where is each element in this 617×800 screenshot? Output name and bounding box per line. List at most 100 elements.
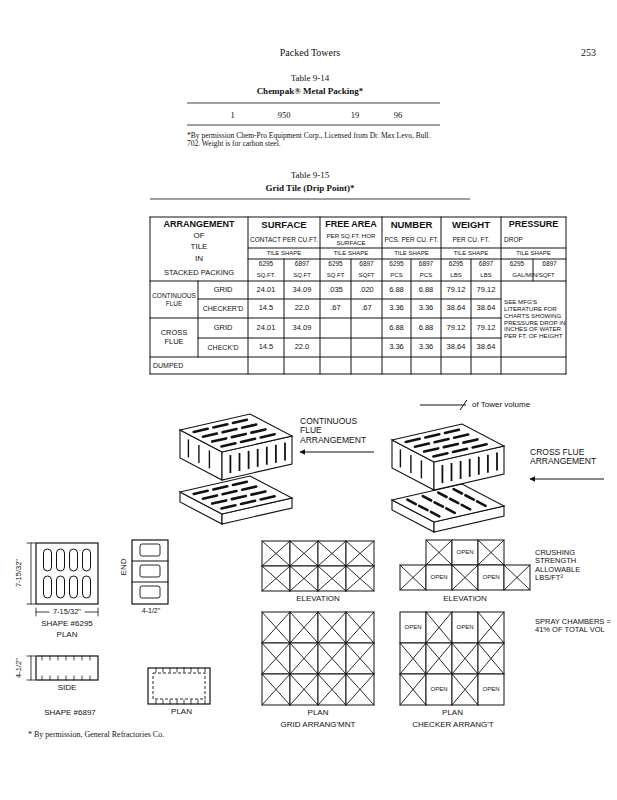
tile-face (180, 476, 292, 514)
table-line (411, 259, 412, 374)
column-header: PER SQ.FT. HOR SURFACE (321, 232, 381, 248)
cell-cross (262, 566, 290, 591)
flow-arrow (530, 479, 604, 480)
tile-cell (400, 643, 426, 674)
tile-slot (400, 449, 401, 467)
cell-cross (262, 612, 290, 643)
tile-tooth (74, 656, 75, 660)
tile-outline (36, 543, 98, 604)
cell-cross (426, 612, 452, 643)
cell-cross (452, 565, 478, 590)
tile-slot (496, 453, 498, 471)
cell-cross (318, 541, 346, 566)
tile-tooth (58, 656, 59, 660)
table-cell: 79.12 (441, 281, 471, 299)
tile-slot (188, 439, 189, 457)
table-line (320, 217, 321, 374)
table-cell: 14.5 (248, 299, 284, 318)
table-cell: SQ.FT. (248, 269, 284, 281)
tile-slot (70, 576, 78, 598)
tile-tooth (205, 700, 206, 704)
side-note: CRUSHING STRENGTH ALLOWABLE LBS/FT² (535, 541, 610, 590)
tile-slot (284, 443, 286, 461)
table-cell: 6295 (248, 259, 284, 269)
tile-slot (194, 491, 208, 494)
drawing-label: SIDE (36, 683, 98, 694)
table-cell: 6897 (411, 259, 441, 269)
column-header: TILE SHAPE (248, 248, 320, 259)
tile-slot (463, 439, 477, 442)
drawing-label: PLAN (430, 708, 475, 719)
table-cell: LBS (471, 269, 501, 281)
table-cell: 3.36 (411, 299, 441, 318)
tile-cell (262, 643, 290, 674)
tile-cell (452, 674, 478, 705)
table-line (150, 374, 566, 375)
cell-cross (262, 566, 290, 591)
cell-cross (318, 541, 346, 566)
cell-cross (426, 540, 452, 565)
cell-cross (290, 643, 318, 674)
tile-slot (241, 501, 255, 504)
tile-slot (433, 453, 447, 456)
dimension-line (36, 608, 37, 616)
tile-slot (223, 429, 237, 432)
tile-cell (262, 674, 290, 705)
drawing-label: ELEVATION (270, 594, 366, 605)
tile-slot (450, 499, 458, 503)
tile-tooth (163, 700, 164, 704)
drawing-label: PLAN (290, 708, 346, 719)
column-header: TILE (150, 242, 248, 253)
table-line (248, 217, 249, 374)
table-rule (187, 125, 440, 126)
row-header: CHECKER'D (198, 299, 248, 318)
tile-slot (140, 544, 160, 556)
dimension-label: 7-15/32" (13, 542, 25, 604)
drawing-label: CROSS FLUE ARRANGEMENT (530, 438, 606, 476)
drawing-label: END (118, 551, 130, 583)
cell-cross (452, 643, 478, 674)
table-cell: 6897 (533, 259, 566, 269)
cell-cross (290, 612, 318, 643)
table-cell: 6897 (351, 259, 382, 269)
tile-tooth (191, 700, 192, 704)
table-line (198, 281, 199, 357)
table-title: Table 9-15 (230, 169, 390, 182)
drawing-label: SHAPE #6295 (28, 619, 106, 630)
tile-slot (477, 501, 485, 505)
column-header: ARRANGEMENT (150, 218, 248, 231)
cell-cross (290, 541, 318, 566)
page-header: Packed Towers (230, 44, 390, 60)
cell-cross (262, 643, 290, 674)
cell-cross (452, 643, 478, 674)
cell-cross (346, 566, 374, 591)
tile-cell (504, 565, 530, 590)
tile-slot (242, 487, 256, 490)
tile-tooth (82, 676, 83, 680)
table-cell: LBS (441, 269, 471, 281)
column-header: OF (150, 231, 248, 242)
cell-label: OPEN (452, 612, 478, 643)
cell-cross (290, 674, 318, 705)
cell-cross (262, 643, 290, 674)
cell-cross (290, 566, 318, 591)
table-cell: 6.88 (411, 281, 441, 299)
tile-cell (290, 541, 318, 566)
cell-label: OPEN (478, 565, 504, 590)
table-cell: 3.36 (382, 299, 411, 318)
tile-tooth (170, 668, 171, 672)
table-line (150, 217, 151, 374)
column-header: NUMBER (382, 218, 441, 232)
tile-slot (198, 445, 199, 463)
cell-cross (452, 674, 478, 705)
tile-cell (290, 674, 318, 705)
table-line (150, 357, 566, 358)
tile-cell (262, 612, 290, 643)
table-rule (150, 199, 470, 200)
tile-tooth (205, 668, 206, 672)
column-header: STACKED PACKING (150, 266, 248, 280)
table-cell: 6295 (382, 259, 411, 269)
cell-label: OPEN (452, 540, 478, 565)
table-cell: 38.64 (471, 338, 501, 357)
cell-cross (262, 674, 290, 705)
